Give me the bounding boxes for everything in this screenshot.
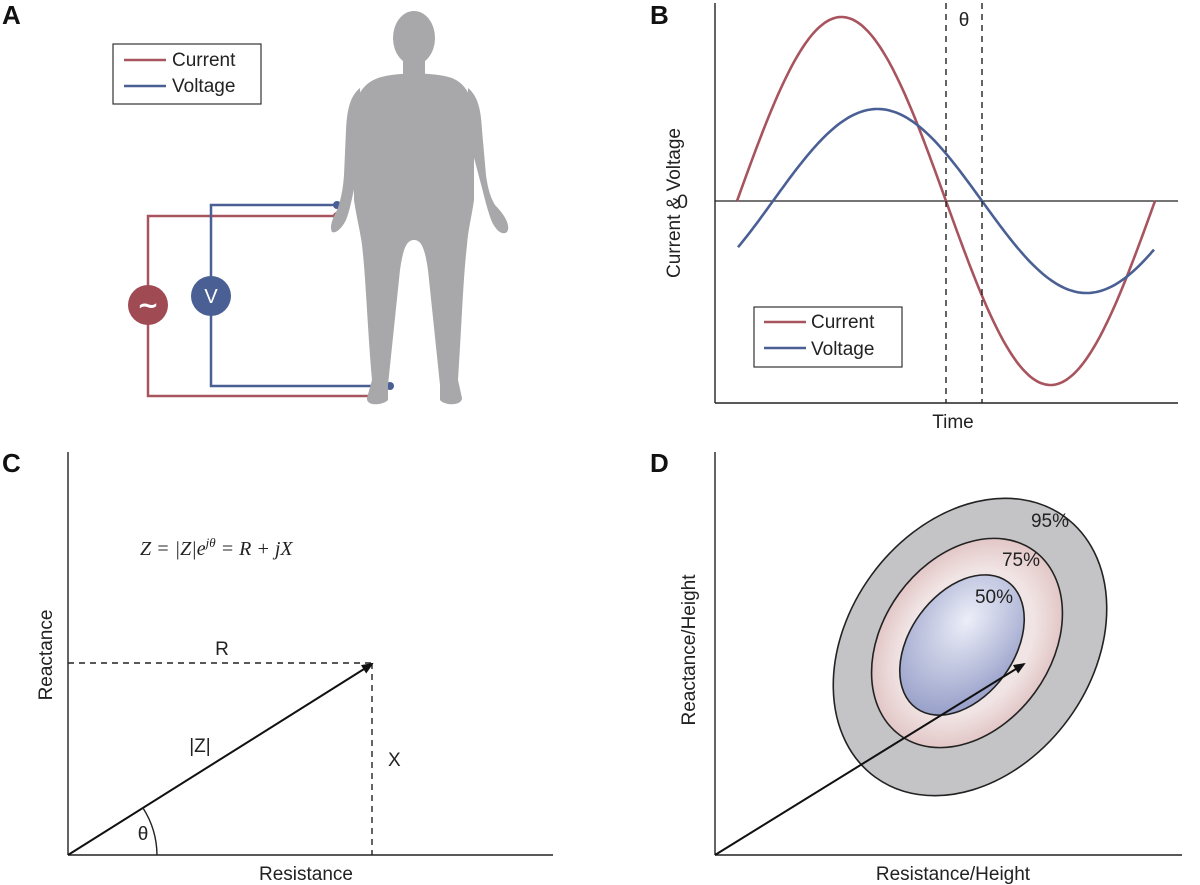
voltmeter-symbol: V	[204, 286, 218, 308]
ellipse-50-label: 50%	[975, 587, 1013, 608]
theta-label: θ	[138, 824, 149, 845]
legend-voltage-label: Voltage	[811, 339, 874, 360]
x-label: X	[388, 750, 401, 771]
ellipse-95-label: 95%	[1031, 511, 1069, 532]
panel-d-y-label: Reactance/Height	[679, 574, 700, 726]
legend-voltage-label: Voltage	[172, 76, 235, 97]
ac-source-symbol: ~	[137, 291, 159, 321]
panel-b-zero-label: 0	[677, 192, 688, 213]
panel-a: A Current Voltage ~ V	[2, 0, 509, 405]
r-label: R	[215, 639, 229, 660]
mean-vector-arrow	[714, 662, 1026, 856]
equation-rhs: = R + jX	[216, 538, 294, 560]
panel-c-x-label: Resistance	[259, 864, 353, 885]
panel-c-letter: C	[2, 448, 21, 478]
phase-angle-label: θ	[959, 10, 970, 31]
voltmeter: V	[191, 276, 231, 316]
equation-exponent: jθ	[204, 535, 217, 550]
voltage-waveform	[737, 107, 1155, 295]
panel-d-letter: D	[650, 448, 669, 478]
human-body-icon	[330, 11, 509, 405]
ellipse-75-label: 75%	[1002, 550, 1040, 571]
voltmeter-icon	[191, 276, 231, 316]
panel-d-x-label: Resistance/Height	[876, 864, 1031, 885]
panel-b-legend: Current Voltage	[753, 306, 903, 368]
theta-arc	[142, 807, 158, 856]
panel-b-y-label: Current & Voltage	[664, 128, 685, 278]
legend-current-label: Current	[172, 50, 236, 71]
ac-source-icon	[128, 285, 168, 325]
panel-c: C Reactance Resistance Z = |Z|ejθ = R + …	[2, 448, 553, 885]
impedance-equation: Z = |Z|ejθ = R + jX	[140, 535, 293, 560]
equation-lhs: Z = |Z|e	[140, 538, 206, 560]
current-wire	[146, 214, 383, 398]
z-magnitude-label: |Z|	[189, 736, 210, 757]
impedance-vector-arrow	[67, 662, 374, 856]
legend-current-label: Current	[811, 312, 875, 333]
circuit-wires	[146, 201, 394, 400]
panel-c-y-label: Reactance	[36, 610, 57, 701]
ac-source: ~	[128, 285, 168, 325]
panel-b-x-label: Time	[932, 412, 974, 433]
panel-a-letter: A	[2, 0, 21, 30]
legend-box	[753, 306, 903, 368]
panel-b-letter: B	[650, 0, 669, 30]
legend-box	[112, 43, 262, 105]
panel-b: B 0 Current & Voltage Time θ Current Vol…	[650, 0, 1178, 433]
panel-a-legend: Current Voltage	[112, 43, 262, 105]
panel-d: D Reactance/Height Resistance/Height 95%…	[650, 448, 1182, 885]
